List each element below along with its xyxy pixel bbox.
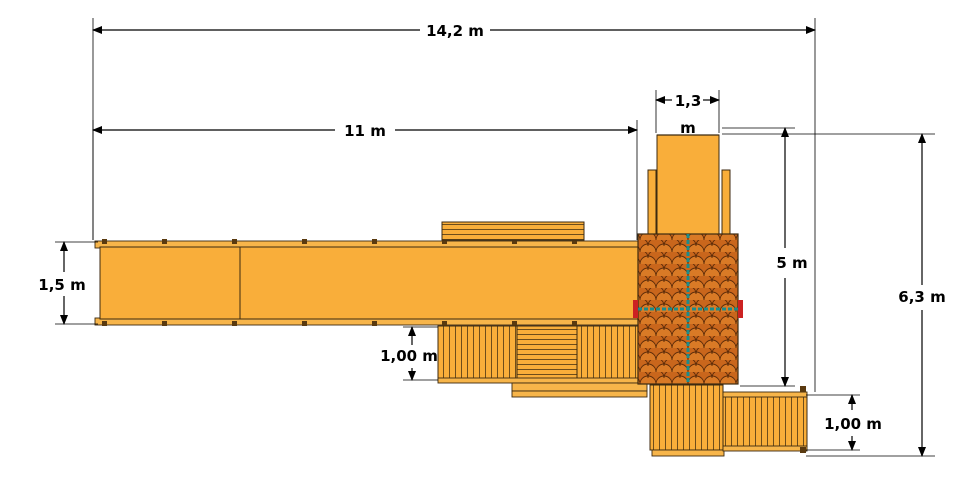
dimension-total-length: 14,2 m xyxy=(92,18,816,392)
bench xyxy=(441,221,585,241)
label-right-platform: 1,00 m xyxy=(824,415,882,433)
label-total-length: 14,2 m xyxy=(426,22,484,40)
dimension-tower-height: 5 m xyxy=(722,127,808,387)
label-slide-width: 1,3 xyxy=(675,92,702,110)
dimension-deck-step: 1,00 m xyxy=(380,326,438,381)
label-bridge-length: 11 m xyxy=(344,122,386,140)
rail-posts xyxy=(102,239,577,326)
dimension-slide-width: 1,3 m xyxy=(655,90,720,137)
dimension-right-platform: 1,00 m xyxy=(806,394,882,451)
dimension-bridge-width: 1,5 m xyxy=(38,241,98,325)
label-bridge-width: 1,5 m xyxy=(38,276,85,294)
label-deck-step: 1,00 m xyxy=(380,347,438,365)
label-slide-width-unit: m xyxy=(680,119,696,137)
tower-roof xyxy=(633,233,743,385)
dimension-total-depth: 6,3 m xyxy=(722,133,946,457)
label-tower-height: 5 m xyxy=(776,254,807,272)
right-platform xyxy=(649,384,808,457)
dimension-bridge-length: 11 m xyxy=(92,120,638,240)
label-total-depth: 6,3 m xyxy=(898,288,945,306)
walkway-bridge xyxy=(94,239,639,326)
slide xyxy=(647,134,731,236)
lower-deck xyxy=(437,325,648,398)
